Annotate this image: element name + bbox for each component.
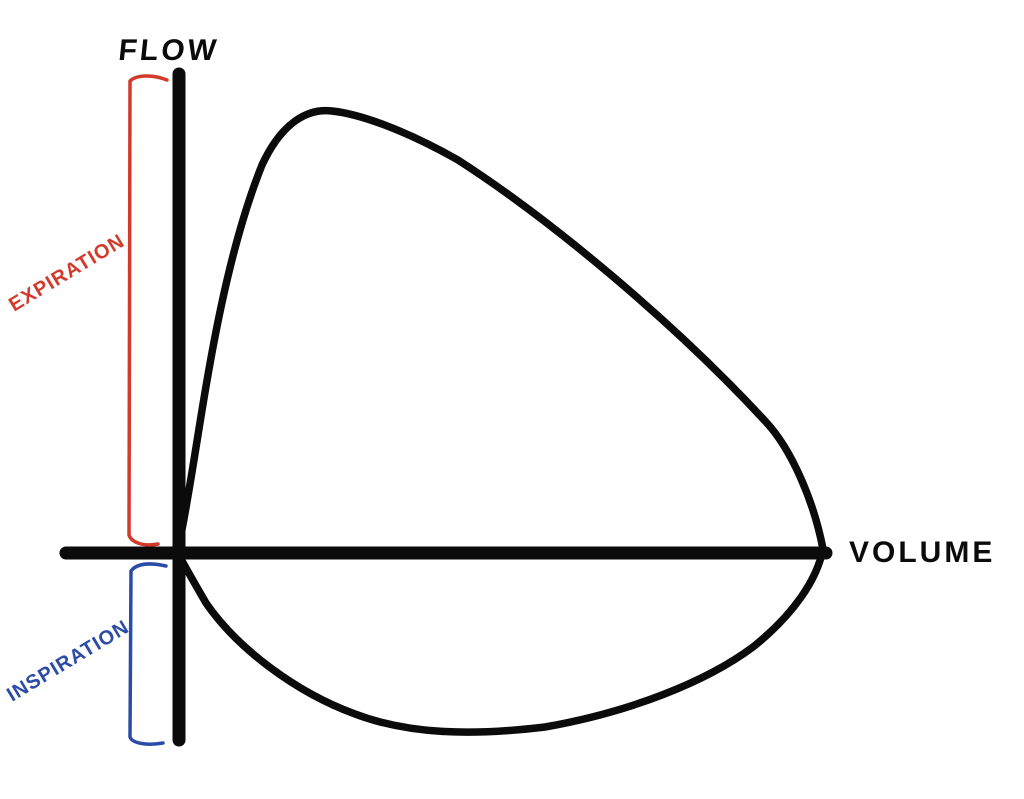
flow-volume-loop-curve xyxy=(173,106,827,736)
flow-axis-label: FLOW xyxy=(117,34,221,67)
expiration-label: EXPIRATION xyxy=(5,230,128,316)
volume-axis-label: VOLUME xyxy=(849,536,995,569)
inspiration-label: INSPIRATION xyxy=(3,616,133,706)
expiration-bracket xyxy=(127,74,169,547)
inspiration-bracket xyxy=(128,562,168,746)
